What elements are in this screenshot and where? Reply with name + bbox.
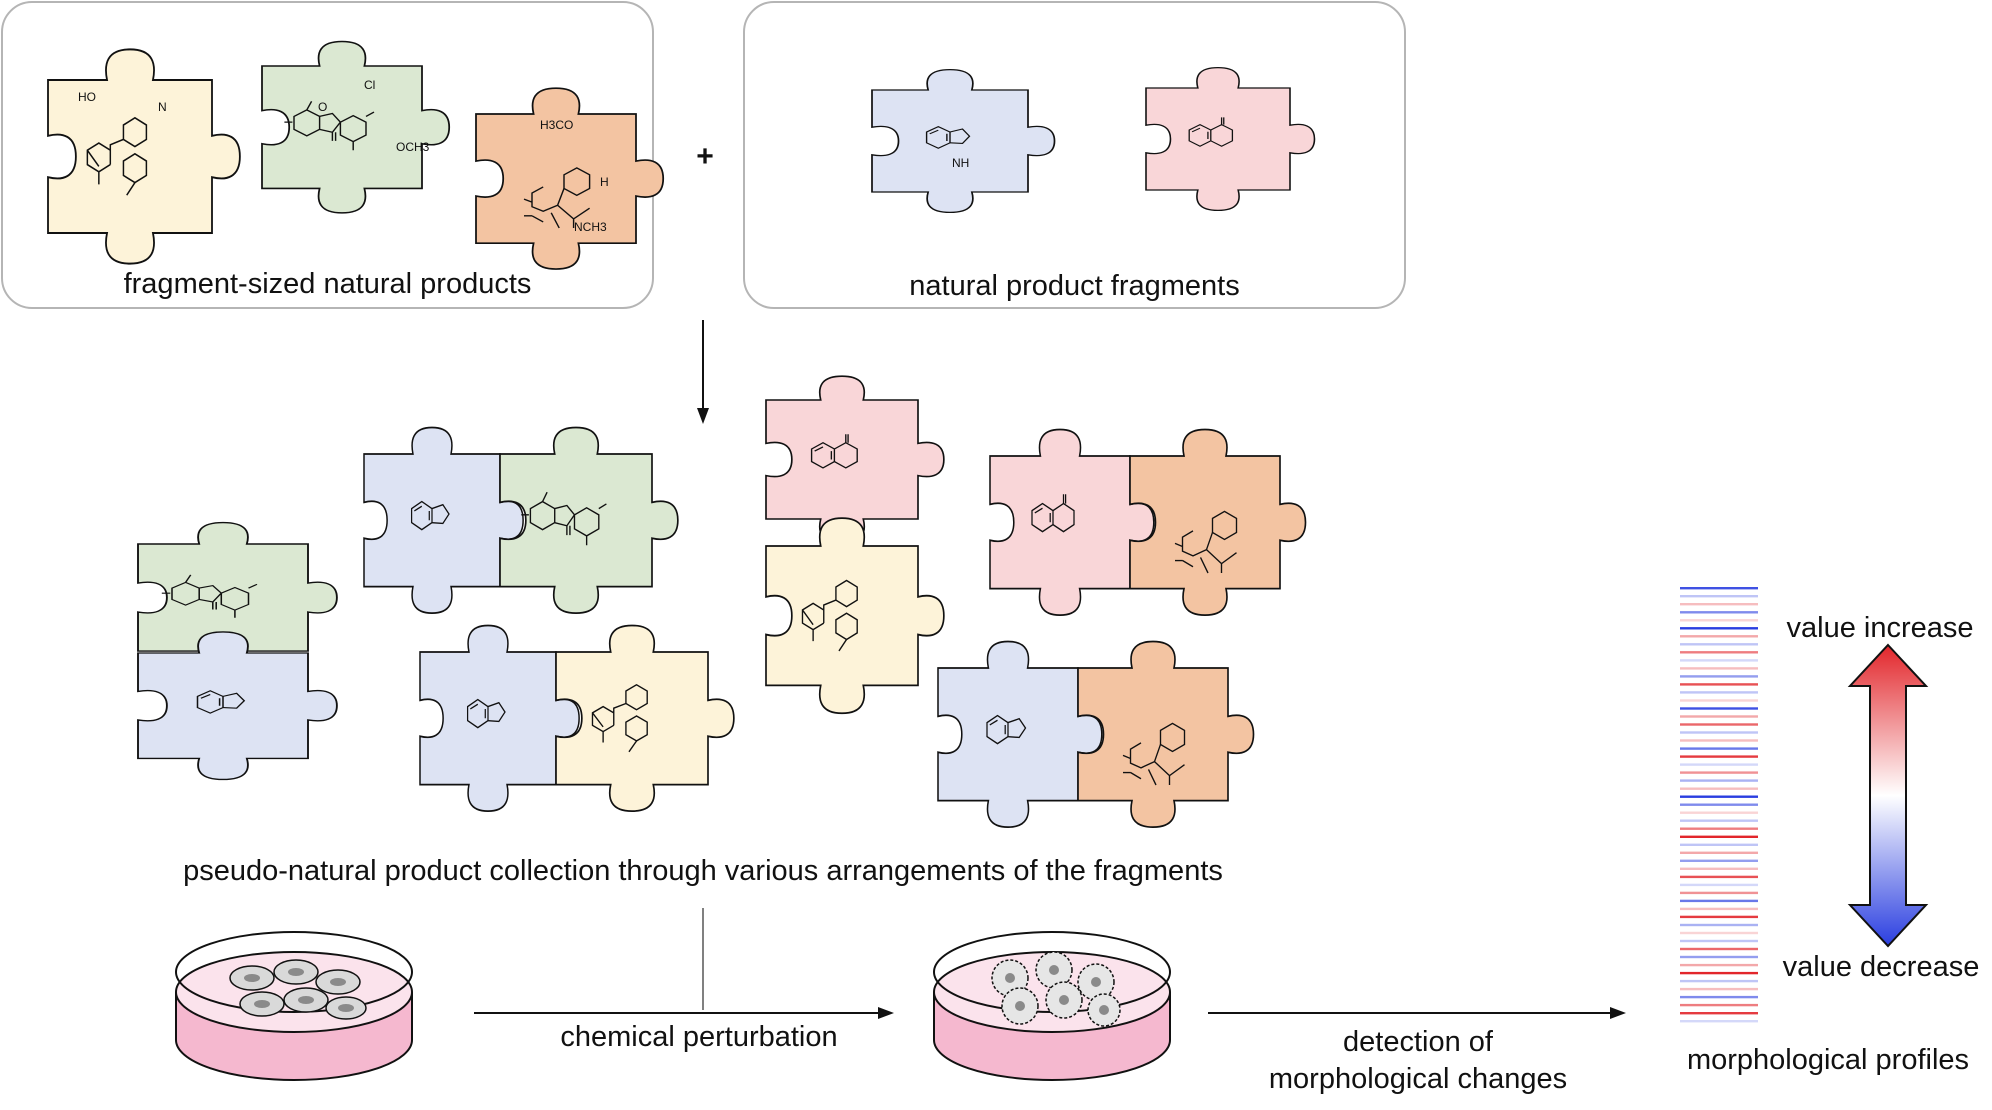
- profile-stripe: [1680, 963, 1758, 967]
- perturbation-label: chemical perturbation: [560, 1021, 838, 1053]
- profile-stripe: [1680, 595, 1758, 598]
- profile-stripe: [1680, 739, 1758, 742]
- profile-stripe: [1680, 859, 1758, 862]
- profile-stripe: [1680, 923, 1758, 927]
- morphological-profile-heatmap: [1680, 583, 1758, 1028]
- profile-stripe: [1680, 1012, 1758, 1015]
- atom-label-cl: Cl: [364, 78, 376, 92]
- profile-stripe: [1680, 907, 1758, 911]
- profile-stripe: [1680, 1020, 1758, 1023]
- profile-stripe: [1680, 611, 1758, 614]
- profile-stripe: [1680, 955, 1758, 959]
- profile-stripe: [1680, 771, 1758, 774]
- profile-stripe: [1680, 891, 1758, 895]
- profile-stripe: [1680, 619, 1758, 622]
- atom-label-nh: NH: [952, 156, 970, 170]
- griseo-indole-combo: [137, 521, 338, 781]
- profile-stripe: [1680, 643, 1758, 646]
- chromanone-morphinan-combo: [989, 428, 1307, 616]
- np-fragments-caption: natural product fragments: [909, 270, 1240, 302]
- profile-stripe: [1680, 659, 1758, 662]
- profile-stripe: [1680, 603, 1758, 606]
- profile-stripe: [1680, 811, 1758, 814]
- chromanone-puzzle-piece: [1145, 66, 1316, 212]
- atom-label-ho: HO: [78, 90, 96, 104]
- value-scale-arrow: [1847, 643, 1929, 948]
- profile-stripe: [1680, 675, 1758, 678]
- profile-stripe: [1680, 587, 1758, 590]
- profile-stripe: [1680, 699, 1758, 702]
- chromanone-quinine-combo: [765, 375, 945, 715]
- atom-label-nch3: NCH3: [574, 220, 607, 234]
- profile-stripe: [1680, 731, 1758, 734]
- profile-stripe: [1680, 779, 1758, 782]
- profile-stripe: [1680, 851, 1758, 854]
- indole-puzzle-piece: [871, 68, 1056, 214]
- atom-label-n: N: [158, 100, 167, 114]
- profile-stripe: [1680, 971, 1758, 975]
- profile-stripe: [1680, 651, 1758, 654]
- profile-stripe: [1680, 867, 1758, 870]
- profile-stripe: [1680, 899, 1758, 903]
- profile-stripe: [1680, 883, 1758, 887]
- profile-stripe: [1680, 723, 1758, 726]
- petri-dish-treated: [933, 931, 1171, 1081]
- collection-caption: pseudo-natural product collection throug…: [183, 855, 1223, 887]
- arrow-detection: [1208, 1007, 1626, 1019]
- profile-stripe: [1680, 803, 1758, 806]
- atom-label-o: O: [318, 100, 328, 114]
- atom-label-h3co: H3CO: [540, 118, 574, 132]
- profile-stripe: [1680, 667, 1758, 670]
- profile-stripe: [1680, 627, 1758, 630]
- profile-stripe: [1680, 635, 1758, 638]
- profile-stripe: [1680, 1003, 1758, 1007]
- atom-label-och3: OCH3: [396, 140, 430, 154]
- profile-stripe: [1680, 875, 1758, 879]
- profile-stripe: [1680, 707, 1758, 710]
- fragment-sized-np-caption: fragment-sized natural products: [123, 268, 532, 300]
- profile-stripe: [1680, 843, 1758, 846]
- profile-stripe: [1680, 835, 1758, 838]
- profile-stripe: [1680, 987, 1758, 991]
- detection-label-line1: detection of: [1343, 1026, 1493, 1058]
- indole-quinine-combo: [419, 624, 735, 812]
- indole-morphinan-combo: [937, 640, 1255, 828]
- profile-stripe: [1680, 755, 1758, 758]
- detection-label-line2: morphological changes: [1268, 1063, 1568, 1095]
- profile-stripe: [1680, 939, 1758, 943]
- profile-stripe: [1680, 747, 1758, 750]
- plus-sign: +: [696, 140, 714, 173]
- profile-stripe: [1680, 827, 1758, 830]
- profile-stripe: [1680, 931, 1758, 935]
- np-fragments-panel: [743, 1, 1406, 309]
- morphinan-puzzle-piece: [475, 87, 665, 270]
- profile-stripe: [1680, 691, 1758, 694]
- profile-stripe: [1680, 715, 1758, 718]
- value-increase-label: value increase: [1786, 612, 1974, 644]
- profile-stripe: [1680, 979, 1758, 983]
- petri-dish-untreated: [175, 931, 413, 1081]
- atom-label-h: H: [600, 175, 609, 189]
- profile-stripe: [1680, 683, 1758, 686]
- griseofulvin-puzzle-piece: [261, 40, 451, 214]
- profile-stripe: [1680, 819, 1758, 822]
- indole-griseo-combo: [363, 426, 679, 614]
- profile-stripe: [1680, 787, 1758, 790]
- profile-stripe: [1680, 995, 1758, 999]
- profile-stripe: [1680, 947, 1758, 951]
- down-arrow: [697, 320, 709, 424]
- value-decrease-label: value decrease: [1782, 951, 1980, 983]
- profile-stripe: [1680, 915, 1758, 919]
- arrow-perturbation: [474, 1007, 894, 1019]
- profile-stripe: [1680, 763, 1758, 766]
- quinine-puzzle-piece: [47, 48, 241, 265]
- profiles-label: morphological profiles: [1686, 1044, 1970, 1076]
- profile-stripe: [1680, 795, 1758, 798]
